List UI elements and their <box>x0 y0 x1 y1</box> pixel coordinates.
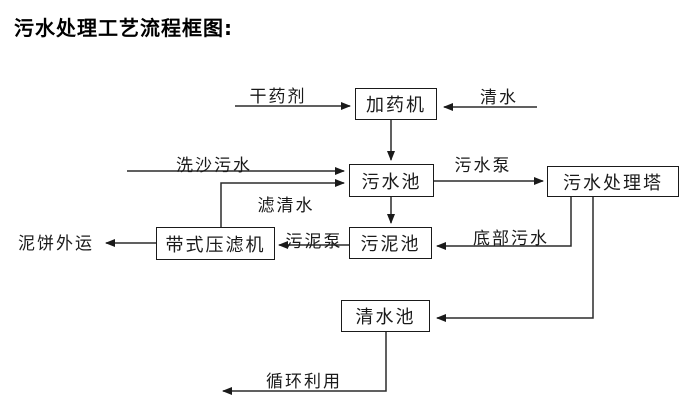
node-sewage-treatment-tower-label: 污水处理塔 <box>563 172 663 194</box>
node-dosing-machine: 加药机 <box>355 88 437 120</box>
page-title: 污水处理工艺流程框图: <box>14 16 233 40</box>
arrow-recycle-use <box>222 332 387 395</box>
node-sludge-pool: 污泥池 <box>349 227 432 259</box>
flow-label-mud-cake-outbound: 泥饼外运 <box>18 234 94 254</box>
flow-label-filtered-water: 滤清水 <box>257 196 315 216</box>
arrow-filtered-water-to-sewage-pool <box>220 179 345 227</box>
flow-label-dry-agent: 干药剂 <box>249 87 307 107</box>
node-belt-filter-press-label: 带式压滤机 <box>165 234 266 256</box>
node-sludge-pool-label: 污泥池 <box>360 234 421 255</box>
flow-label-bottom-sewage: 底部污水 <box>473 229 549 249</box>
flow-label-sewage-pump: 污水泵 <box>454 156 512 176</box>
node-clear-water-pool: 清水池 <box>341 300 430 332</box>
node-sewage-treatment-tower: 污水处理塔 <box>547 166 679 197</box>
flow-label-clear-water: 清水 <box>480 88 518 108</box>
arrow-bottom-sewage-to-sludge-pool <box>436 197 572 250</box>
node-dosing-machine-label: 加药机 <box>366 95 426 116</box>
node-sewage-pool-label: 污水池 <box>361 171 422 193</box>
node-belt-filter-press: 带式压滤机 <box>156 227 275 260</box>
node-sewage-pool: 污水池 <box>349 164 434 197</box>
flow-label-recycle-use: 循环利用 <box>266 372 342 392</box>
node-clear-water-pool-label: 清水池 <box>355 307 416 328</box>
arrow-tower-to-clear-pool <box>436 197 594 322</box>
flow-label-sand-washing-sewage: 洗沙污水 <box>176 156 252 176</box>
flow-label-sludge-pump: 污泥泵 <box>285 232 343 252</box>
